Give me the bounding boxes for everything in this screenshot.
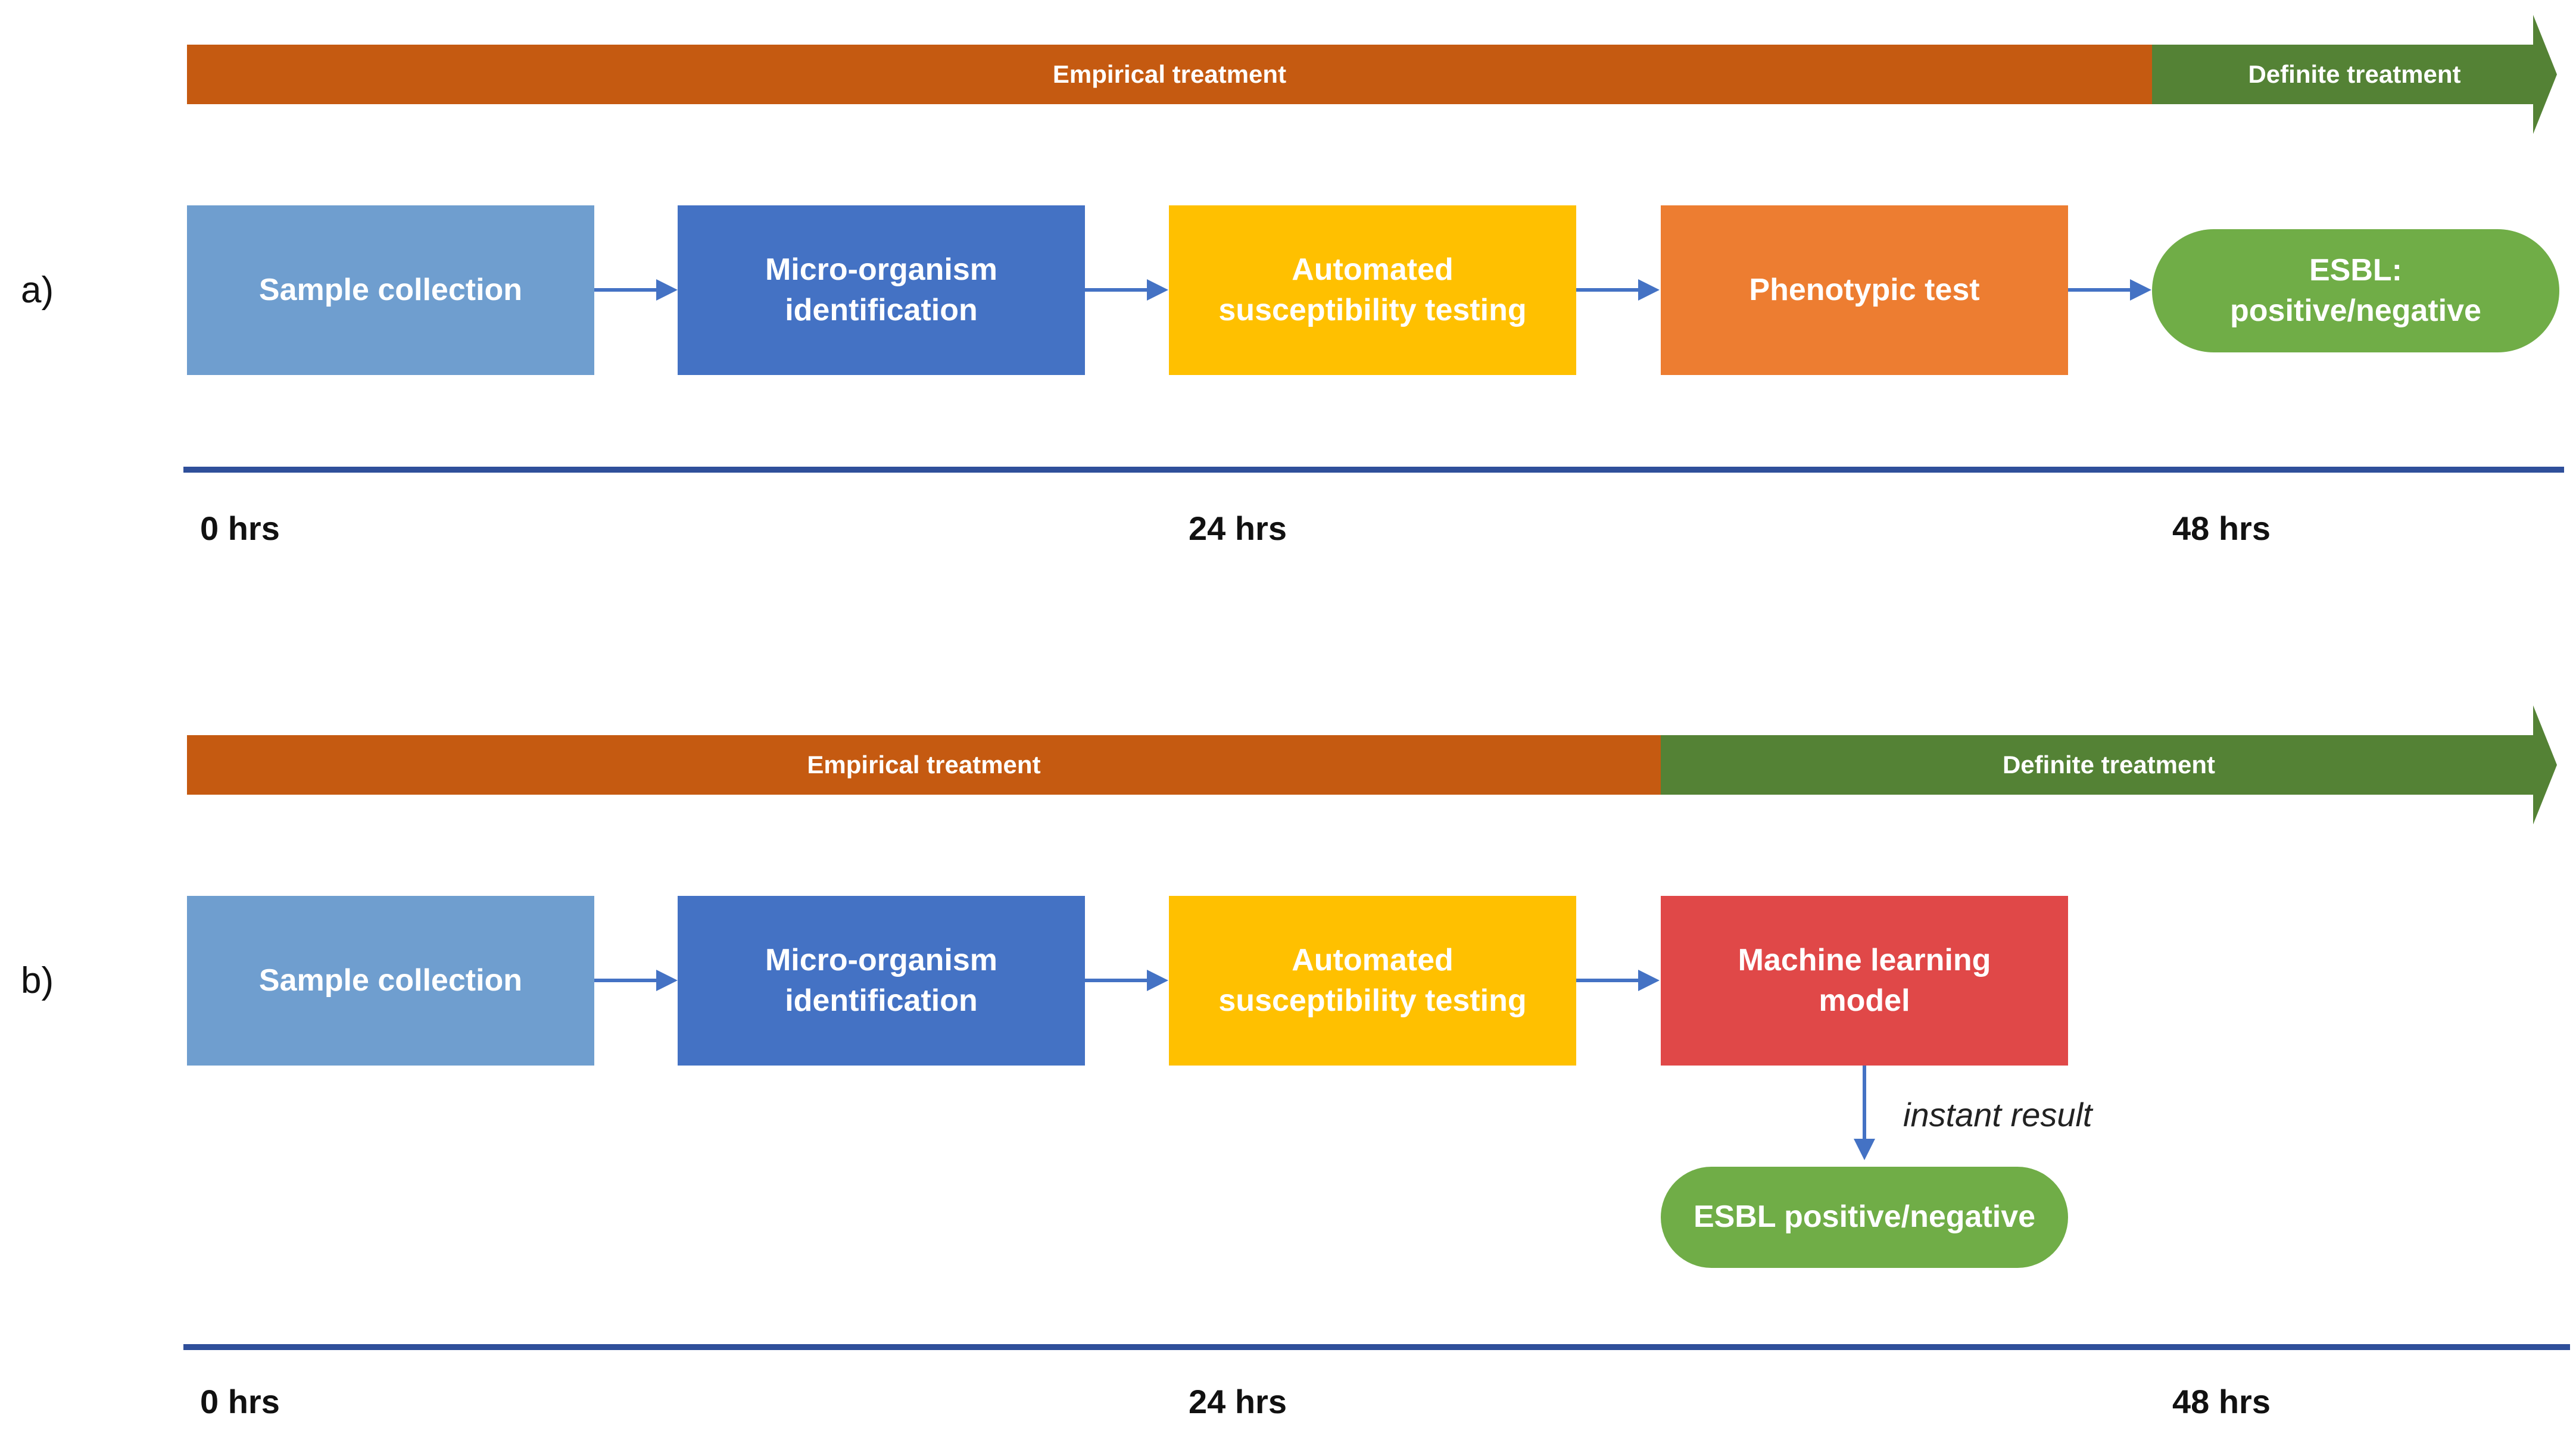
time-axis: [183, 467, 2564, 473]
esbl-result-pill: ESBL positive/negative: [1661, 1167, 2068, 1268]
empirical-treatment-label: Empirical treatment: [807, 751, 1041, 779]
tick-24-hrs: 24 hrs: [1189, 1383, 1287, 1420]
flow-arrow: [594, 970, 678, 991]
definite-treatment-bar: [2152, 45, 2533, 104]
sample-collection-box: Sample collection: [187, 205, 594, 375]
tick-48-hrs: 48 hrs: [2172, 1383, 2271, 1420]
micro-organism-identification-box: Micro-organism identification: [678, 896, 1085, 1066]
empirical-treatment-label: Empirical treatment: [1052, 60, 1287, 88]
machine-learning-model-box: Machine learning model: [1661, 896, 2068, 1066]
empirical-treatment-bar: [187, 45, 2152, 104]
tick-0-hrs: 0 hrs: [200, 510, 280, 547]
esbl-result-pill: ESBL: positive/negative: [2152, 229, 2559, 352]
tick-24-hrs: 24 hrs: [1189, 510, 1287, 547]
flow-arrow: [1085, 279, 1168, 301]
definite-treatment-arrowhead: [2533, 705, 2557, 824]
flow-arrow: [2068, 279, 2151, 301]
panel-label: a): [21, 270, 54, 311]
definite-treatment-bar: [1661, 735, 2533, 795]
phenotypic-test-box: Phenotypic test: [1661, 205, 2068, 375]
automated-susceptibility-testing-box: Automated susceptibility testing: [1169, 205, 1576, 375]
flow-arrow: [1085, 970, 1168, 991]
flow-arrow: [1576, 279, 1660, 301]
definite-treatment-label: Definite treatment: [2002, 751, 2216, 779]
panel-a: Empirical treatment Definite treatment a…: [21, 15, 2564, 547]
empirical-treatment-bar: [187, 735, 1661, 795]
instant-result-note: instant result: [1903, 1096, 2092, 1133]
flow-arrow: [594, 279, 678, 301]
definite-treatment-arrowhead: [2533, 15, 2557, 134]
tick-48-hrs: 48 hrs: [2172, 510, 2271, 547]
tick-0-hrs: 0 hrs: [200, 1383, 280, 1420]
time-axis: [183, 1344, 2570, 1350]
panel-b: Empirical treatment Definite treatment b…: [0, 691, 2576, 1420]
instant-result-arrow: [1854, 1066, 1875, 1160]
definite-treatment-label: Definite treatment: [2248, 60, 2461, 88]
micro-organism-identification-box: Micro-organism identification: [678, 205, 1085, 375]
panel-label: b): [21, 960, 54, 1001]
sample-collection-box: Sample collection: [187, 896, 594, 1066]
automated-susceptibility-testing-box: Automated susceptibility testing: [1169, 896, 1576, 1066]
flow-arrow: [1576, 970, 1660, 991]
